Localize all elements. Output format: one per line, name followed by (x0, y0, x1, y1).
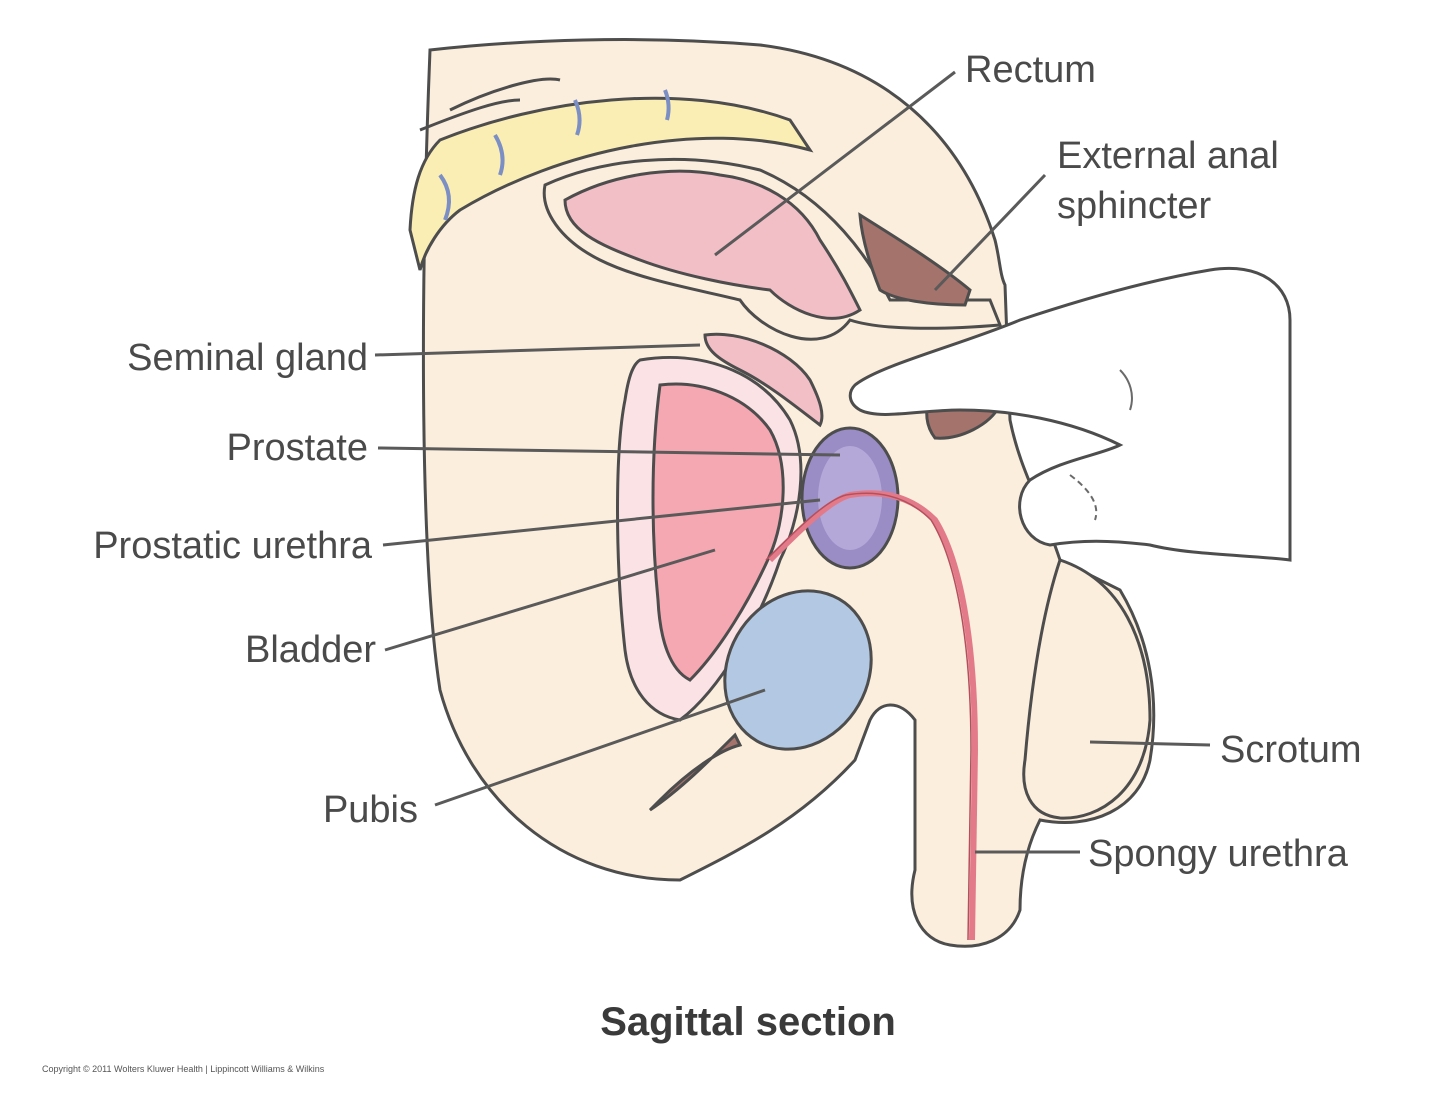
pubic-ligament (648, 732, 743, 812)
urethra-path (767, 490, 979, 941)
vertebra-disc-1 (438, 173, 451, 221)
coccyx-line (419, 77, 561, 132)
prostate-leader (377, 446, 841, 457)
glove-knuckle (1119, 369, 1133, 411)
bladder-inner (651, 382, 785, 682)
pubis-shape (723, 589, 873, 751)
bladder-leader (384, 548, 716, 652)
copyright-notice: Copyright © 2011 Wolters Kluwer Health |… (42, 1064, 325, 1074)
glove-thumb-line (1069, 474, 1098, 521)
rectum-leader (714, 70, 956, 257)
scrotum-shape (1022, 558, 1152, 820)
urethra-outline (765, 492, 972, 941)
label-external-anal-sphincter-2: sphincter (1057, 185, 1212, 227)
rectum-mucosa (563, 169, 862, 320)
vertebra-disc-2 (493, 133, 505, 176)
label-seminal-gland: Seminal gland (127, 337, 368, 379)
diagram-caption: Sagittal section (600, 1000, 896, 1044)
pubis-leader (434, 688, 766, 807)
seminal-gland-shape (703, 332, 824, 428)
label-pubis: Pubis (323, 789, 418, 831)
label-prostatic-urethra: Prostatic urethra (93, 525, 373, 567)
sacrum-bone (408, 96, 814, 271)
external-anal-sphincter-leader (933, 173, 1047, 292)
scrotum-leader (1089, 740, 1211, 747)
label-prostate: Prostate (226, 427, 368, 469)
label-scrotum: Scrotum (1220, 729, 1361, 771)
label-bladder: Bladder (245, 629, 376, 671)
prostatic-urethra-leader (382, 498, 821, 547)
vertebra-disc-3 (573, 99, 582, 136)
seminal-gland-leader (374, 343, 701, 357)
label-rectum: Rectum (965, 49, 1096, 91)
label-external-anal-sphincter-1: External anal (1057, 135, 1279, 177)
label-spongy-urethra: Spongy urethra (1088, 833, 1349, 875)
vertebra-disc-4 (663, 89, 671, 121)
gloved-finger (848, 266, 1292, 562)
